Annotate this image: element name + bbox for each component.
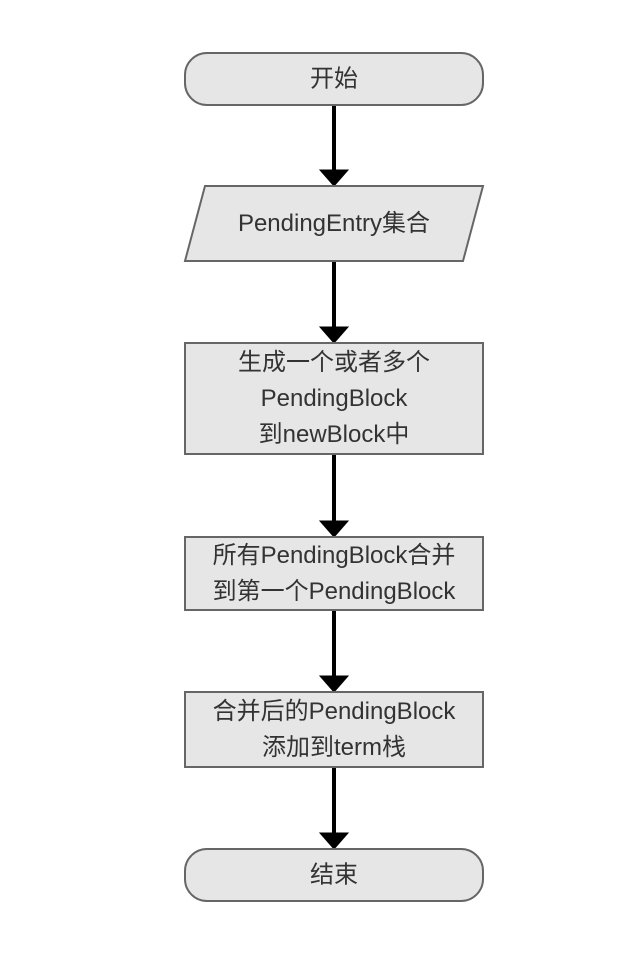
node-generate: 生成一个或者多个 PendingBlock 到newBlock中 xyxy=(184,342,484,455)
node-input-shape xyxy=(183,185,485,262)
arrowhead xyxy=(318,832,350,850)
node-merge-label-0: 所有PendingBlock合并 xyxy=(213,542,456,569)
node-generate-label-1: PendingBlock xyxy=(261,385,409,412)
node-merge-shape xyxy=(184,536,484,611)
edge-input-to-generate xyxy=(318,261,350,344)
node-generate-label-0: 生成一个或者多个 xyxy=(238,349,430,376)
edge-merge-to-push xyxy=(318,610,350,693)
node-push-shape xyxy=(184,691,484,768)
node-end-shape xyxy=(184,848,484,902)
arrowhead xyxy=(318,326,350,344)
node-generate-shape xyxy=(184,342,484,455)
node-input: PendingEntry集合 xyxy=(183,185,485,262)
edge-push-to-end xyxy=(318,767,350,850)
node-input-label-0: PendingEntry集合 xyxy=(238,210,430,237)
edge-generate-to-merge xyxy=(318,454,350,538)
node-start-shape xyxy=(184,52,484,106)
node-end: 结束 xyxy=(184,848,484,902)
arrowhead xyxy=(318,520,350,538)
node-start-label-0: 开始 xyxy=(310,65,358,92)
edges-layer xyxy=(318,105,350,850)
node-push-label-1: 添加到term栈 xyxy=(262,734,406,761)
node-generate-label-2: 到newBlock中 xyxy=(259,421,410,448)
edge-start-to-input xyxy=(318,105,350,187)
node-push-label-0: 合并后的PendingBlock xyxy=(213,698,457,725)
node-end-label-0: 结束 xyxy=(310,861,358,888)
arrowhead xyxy=(318,675,350,693)
node-start: 开始 xyxy=(184,52,484,106)
arrowhead xyxy=(318,169,350,187)
node-push: 合并后的PendingBlock 添加到term栈 xyxy=(184,691,484,768)
node-merge-label-1: 到第一个PendingBlock xyxy=(213,578,457,605)
